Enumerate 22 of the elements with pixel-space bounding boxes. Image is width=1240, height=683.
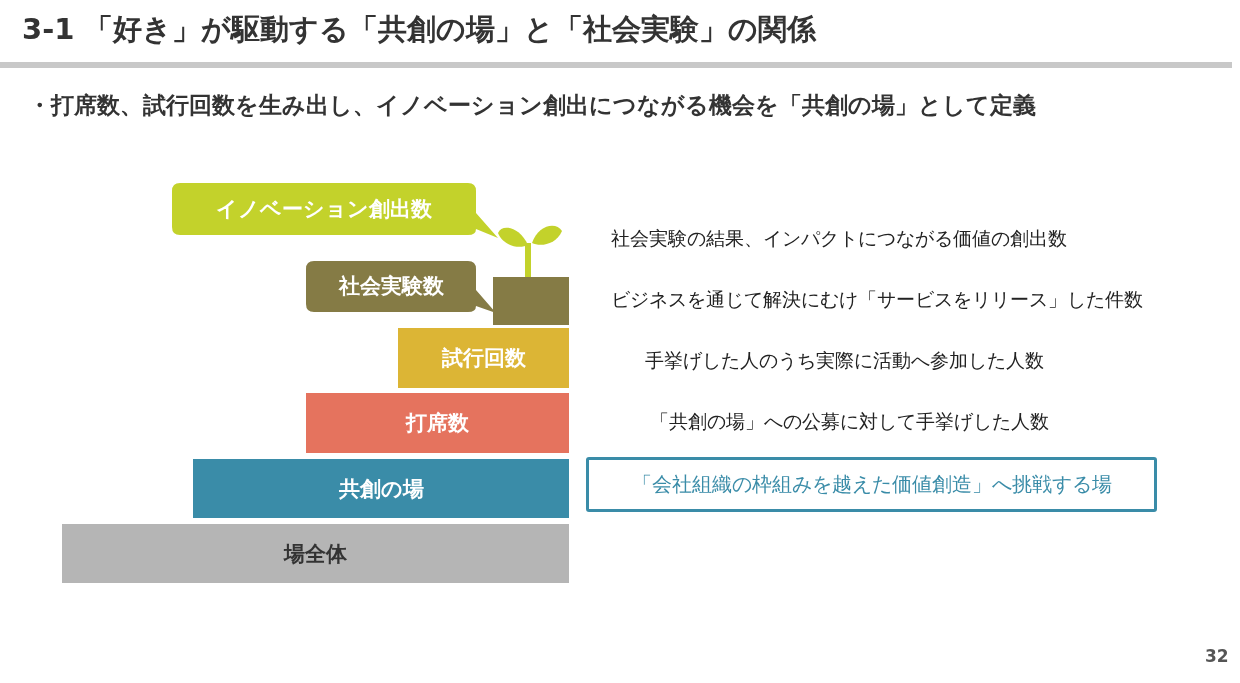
stair-step xyxy=(398,328,569,388)
node-label: 場全体 xyxy=(284,540,347,568)
description-text: 「共創の場」への公募に対して手挙げした人数 xyxy=(650,409,1049,434)
pot-box xyxy=(493,277,569,325)
stair-step xyxy=(193,459,569,518)
speech-bubble xyxy=(306,261,496,315)
description-text: ビジネスを通じて解決にむけ「サービスをリリース」した件数 xyxy=(611,287,1143,312)
description-box xyxy=(586,457,1157,512)
stair-step xyxy=(306,393,569,453)
node-label: イノベーション創出数 xyxy=(215,196,433,223)
page-number: 32 xyxy=(1205,646,1229,666)
stair-step xyxy=(62,524,569,583)
description-text: 手挙げした人のうち実際に活動へ参加した人数 xyxy=(645,348,1044,373)
node-label: 試行回数 xyxy=(441,345,526,372)
speech-bubble xyxy=(172,183,498,240)
node-label: 社会実験数 xyxy=(337,273,445,300)
subtitle: ・打席数、試行回数を生み出し、イノベーション創出につながる機会を「共創の場」として定義 xyxy=(28,91,1036,120)
description-text: 社会実験の結果、インパクトにつながる価値の創出数 xyxy=(611,226,1067,251)
node-label: 打席数 xyxy=(406,410,469,437)
node-label: 共創の場 xyxy=(338,475,424,503)
slide-title: 3-1 「好き」が駆動する「共創の場」と「社会実験」の関係 xyxy=(22,11,817,48)
node-label: 「会社組織の枠組みを越えた価値創造」へ挑戦する場 xyxy=(631,471,1112,498)
